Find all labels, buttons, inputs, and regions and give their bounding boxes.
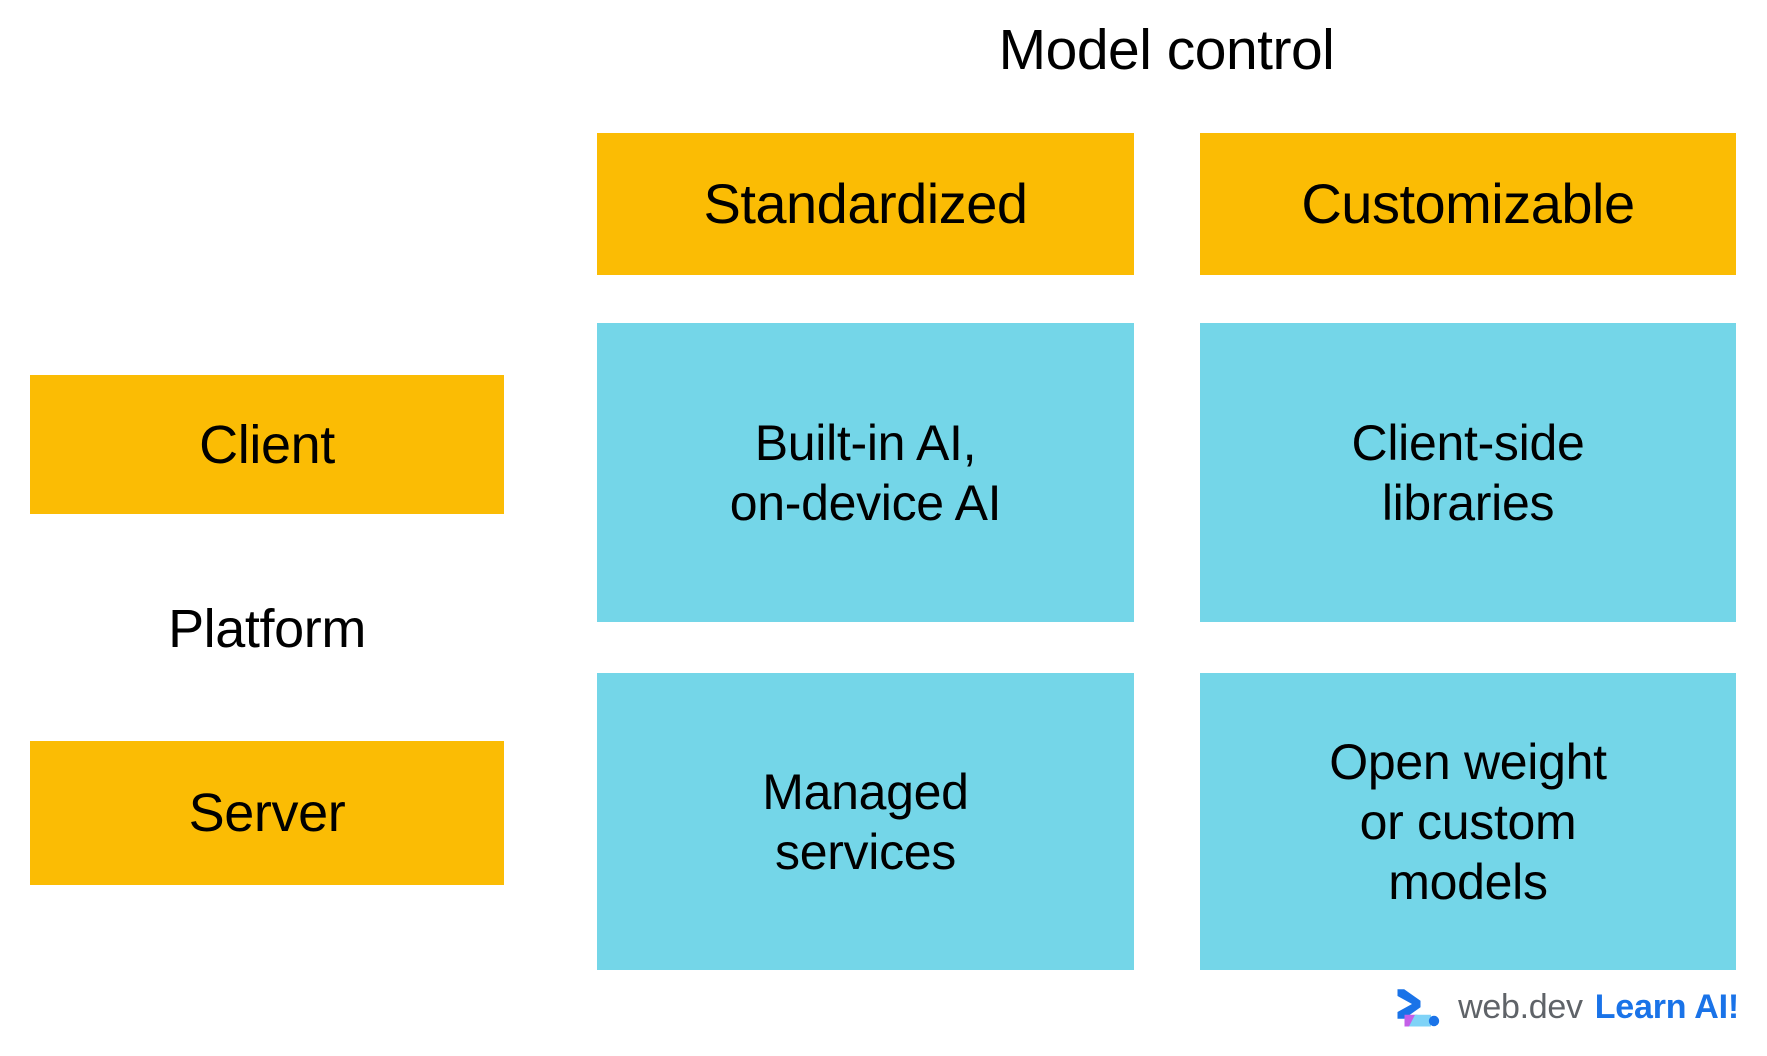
cell-client-standardized: Built-in AI,on-device AI xyxy=(597,323,1134,622)
webdev-logo-icon xyxy=(1394,986,1442,1028)
footer-branding: web.dev Learn AI! xyxy=(1394,981,1739,1033)
row-header-client: Client xyxy=(30,375,504,514)
brand-tagline: Learn AI! xyxy=(1594,988,1739,1026)
row-header-server: Server xyxy=(30,741,504,885)
axis-label-platform: Platform xyxy=(168,599,366,659)
brand-name: web.dev xyxy=(1458,988,1583,1026)
column-header-standardized: Standardized xyxy=(597,133,1134,275)
page-title: Model control xyxy=(998,18,1335,82)
column-header-customizable: Customizable xyxy=(1200,133,1736,275)
